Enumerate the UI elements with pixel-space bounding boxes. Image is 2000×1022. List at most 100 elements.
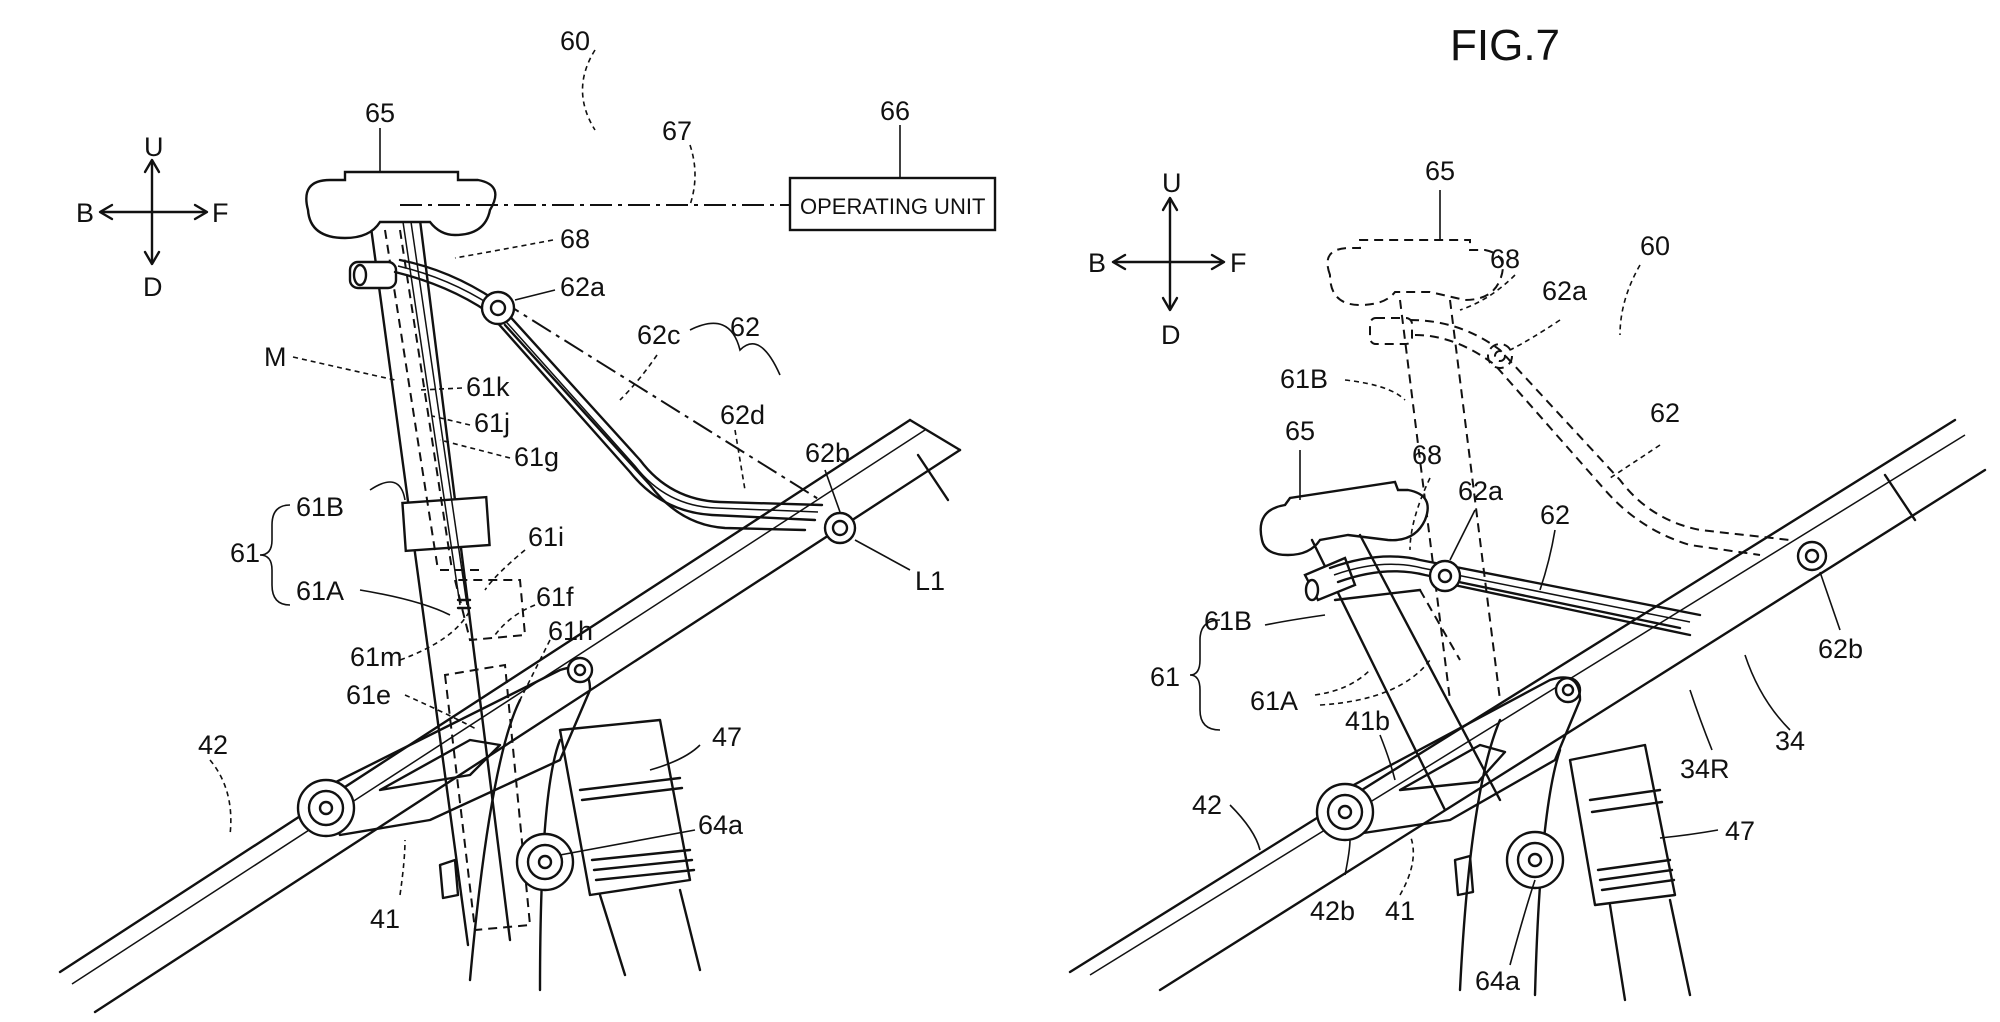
label-61m: 61m: [350, 642, 403, 672]
label-61g: 61g: [514, 442, 559, 472]
brace-62-left: [689, 322, 781, 376]
label-61e: 61e: [346, 680, 391, 710]
label-41b: 41b: [1345, 706, 1390, 736]
label-61f: 61f: [536, 582, 574, 612]
shock-absorber-47-left: [468, 698, 702, 992]
pivot-62a-left: [480, 290, 516, 326]
saddle-65-raised: [1326, 239, 1791, 701]
leader-47-left: [649, 744, 701, 771]
leader-62b-right: [1819, 571, 1841, 631]
label-L1: L1: [915, 566, 945, 596]
label-42b: 42b: [1310, 896, 1355, 926]
leader-41b: [1379, 734, 1396, 781]
label-42-right: 42: [1192, 790, 1222, 820]
dir-back-label-r: B: [1088, 248, 1106, 278]
pivot-61h-left: [566, 656, 594, 684]
leader-62a-lowered: [1449, 509, 1476, 561]
cable-guide-62-right: [1328, 555, 1702, 637]
operating-unit-66: OPERATING UNIT: [788, 176, 997, 232]
label-61k: 61k: [466, 372, 510, 402]
label-62-top: 62: [1650, 398, 1680, 428]
brace-61-right: [1189, 619, 1221, 731]
pivot-62a-right: [1428, 559, 1462, 593]
label-62d: 62d: [720, 400, 765, 430]
label-61B-left: 61B: [296, 492, 344, 522]
label-42-left: 42: [198, 730, 228, 760]
dir-down-label: D: [143, 272, 163, 302]
leader-61e: [404, 694, 479, 731]
label-61A-left: 61A: [296, 576, 344, 606]
leader-61i: [484, 549, 526, 591]
label-61B-top: 61B: [1280, 364, 1328, 394]
label-61A-right: 61A: [1250, 686, 1298, 716]
pivot-62b-right: [1796, 540, 1828, 572]
label-41-right: 41: [1385, 896, 1415, 926]
label-61-left: 61: [230, 538, 260, 568]
label-34: 34: [1775, 726, 1805, 756]
leader-M: [292, 356, 396, 381]
pivot-41b-right: [1554, 676, 1582, 704]
leader-62a-top: [1509, 319, 1561, 351]
pivot-42b-right: [1315, 782, 1375, 842]
leader-62a-left: [514, 289, 556, 301]
label-62-left: 62: [730, 312, 760, 342]
dir-up-label: U: [144, 132, 164, 162]
leader-62b-left: [824, 469, 841, 513]
leader-61B-top: [1344, 379, 1406, 401]
leader-62-lowered: [1539, 529, 1556, 591]
leader-64a-left: [559, 829, 696, 856]
label-65-top: 65: [1425, 156, 1455, 186]
label-62b-left: 62b: [805, 438, 850, 468]
label-61i: 61i: [528, 522, 564, 552]
bracket-right: [1453, 854, 1475, 897]
label-62c: 62c: [637, 320, 681, 350]
saddle-65-lowered: [1259, 480, 1429, 557]
label-62a-top: 62a: [1542, 276, 1588, 306]
label-47-left: 47: [712, 722, 742, 752]
leader-62d: [734, 429, 746, 491]
dir-up-label-r: U: [1162, 168, 1182, 198]
label-62a-lowered: 62a: [1458, 476, 1504, 506]
top-tube-34-right: [1068, 418, 1987, 992]
leader-34: [1744, 654, 1791, 731]
label-47-right: 47: [1725, 816, 1755, 846]
label-41-left: 41: [370, 904, 400, 934]
label-65-left: 65: [365, 98, 395, 128]
brace-61-left: [259, 504, 291, 606]
leader-41-right: [1399, 834, 1415, 896]
leader-34R: [1689, 689, 1713, 751]
seat-clamp-left: [348, 260, 398, 290]
leader-61k: [419, 387, 463, 391]
leader-61j: [431, 415, 471, 426]
leader-68-top: [1459, 274, 1516, 311]
dir-front-label: F: [212, 198, 229, 228]
label-68-lowered: 68: [1412, 440, 1442, 470]
label-64a-left: 64a: [698, 810, 744, 840]
label-64a-right: 64a: [1475, 966, 1521, 996]
leader-42-left: [209, 759, 232, 836]
leader-68-left: [454, 239, 554, 259]
leader-61A-left: [359, 589, 451, 616]
seat-clamp-right: [1303, 556, 1357, 602]
label-62b-right: 62b: [1818, 634, 1863, 664]
label-34R: 34R: [1680, 754, 1730, 784]
leader-47-right: [1659, 829, 1719, 839]
right-view: U D B F: [1068, 156, 1987, 1002]
shock-absorber-47-right: [1458, 718, 1692, 1002]
leader-61m: [399, 609, 471, 661]
label-61-right: 61: [1150, 662, 1180, 692]
label-62a-left: 62a: [560, 272, 606, 302]
label-62-lowered: 62: [1540, 500, 1570, 530]
label-M: M: [264, 342, 287, 372]
leader-61B-lowered: [1264, 614, 1326, 626]
link-plate-41-right: [1333, 676, 1582, 837]
dir-back-label: B: [76, 198, 94, 228]
leader-62-top: [1609, 444, 1661, 479]
leader-61B-left: [369, 481, 406, 501]
dir-front-label-r: F: [1230, 248, 1247, 278]
top-tube-left: [58, 418, 962, 1014]
label-60-left: 60: [560, 26, 590, 56]
left-view: U D B F: [58, 26, 997, 1014]
label-65-lowered: 65: [1285, 416, 1315, 446]
